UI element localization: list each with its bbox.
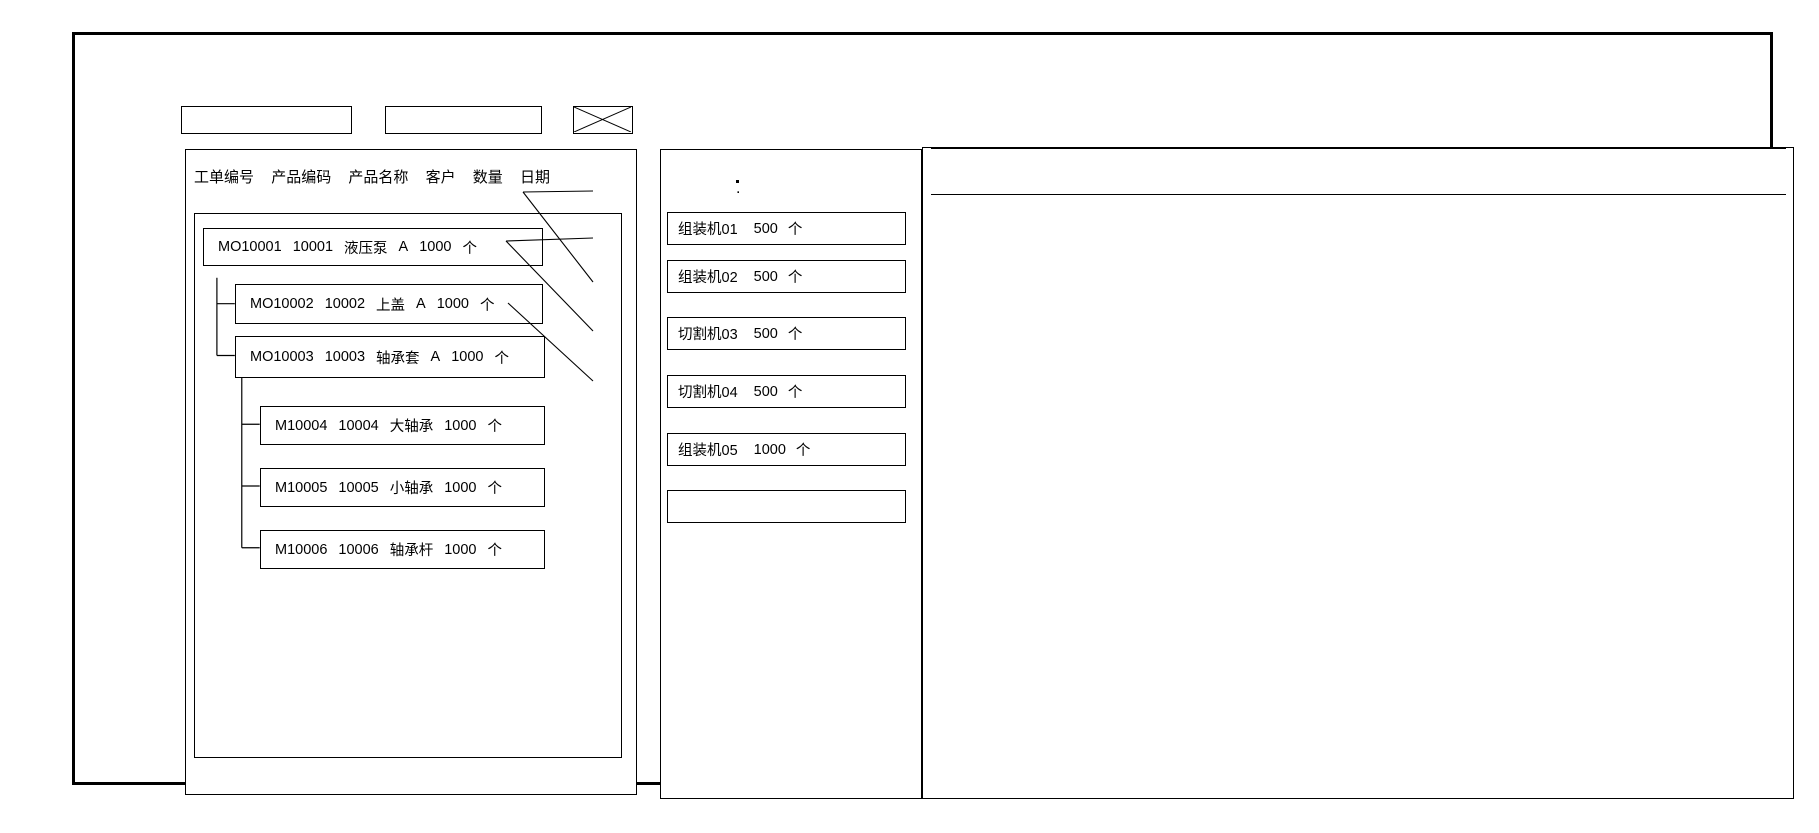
work-order-column-headers: 工单编号 产品编码 产品名称 客户 数量 日期 bbox=[194, 166, 550, 187]
machine-name: 组装机05 bbox=[678, 443, 738, 459]
machine-name: 组装机01 bbox=[678, 222, 738, 238]
cell-order-no: MO10001 bbox=[218, 239, 282, 255]
crossed-box-image-placeholder-icon[interactable] bbox=[573, 106, 633, 134]
machine-name: 组装机02 bbox=[678, 270, 738, 286]
cell-order-no: M10006 bbox=[275, 541, 328, 558]
table-row[interactable]: M10006 10006 轴承杆 1000 个 bbox=[260, 530, 545, 569]
cell-order-no: MO10002 bbox=[250, 296, 314, 312]
cell-product-name: 小轴承 bbox=[389, 481, 434, 497]
cell-customer: A bbox=[416, 296, 426, 312]
machine-quantity: 500 bbox=[753, 325, 778, 342]
grid-top-rule bbox=[931, 148, 1786, 149]
cell-product-code: 10003 bbox=[324, 349, 366, 365]
table-row[interactable]: MO10001 10001 液压泵 A 1000 个 bbox=[203, 228, 543, 266]
cell-unit: 个 bbox=[487, 543, 503, 559]
cell-quantity: 1000 bbox=[444, 479, 477, 496]
panel-marker-dot: . bbox=[736, 180, 741, 197]
machine-quantity: 500 bbox=[753, 220, 778, 237]
cell-customer: A bbox=[398, 239, 409, 255]
cell-order-no: M10005 bbox=[275, 479, 328, 496]
machine-unit: 个 bbox=[787, 327, 803, 343]
cell-product-name: 轴承杆 bbox=[389, 543, 434, 559]
column-header-order-no: 工单编号 bbox=[194, 169, 255, 186]
machine-quantity: 1000 bbox=[753, 441, 786, 458]
cell-unit: 个 bbox=[487, 419, 503, 435]
cell-customer: A bbox=[430, 349, 441, 365]
machine-quantity: 500 bbox=[753, 268, 778, 285]
machine-quantity: 500 bbox=[753, 383, 778, 400]
cell-quantity: 1000 bbox=[436, 296, 469, 312]
cell-unit: 个 bbox=[462, 240, 477, 257]
cell-product-code: 10002 bbox=[324, 296, 366, 312]
list-item[interactable]: 组装机02 500 个 bbox=[667, 260, 906, 293]
cell-product-code: 10001 bbox=[292, 239, 334, 255]
machine-unit: 个 bbox=[787, 222, 803, 238]
cell-quantity: 1000 bbox=[451, 349, 484, 365]
list-item[interactable]: 组装机05 1000 个 bbox=[667, 433, 906, 466]
cell-product-name: 轴承套 bbox=[376, 350, 420, 367]
list-item[interactable]: 切割机03 500 个 bbox=[667, 317, 906, 350]
work-order-panel: 工单编号 产品编码 产品名称 客户 数量 日期 bbox=[185, 149, 637, 795]
machine-name: 切割机04 bbox=[678, 385, 738, 401]
table-row[interactable]: M10004 10004 大轴承 1000 个 bbox=[260, 406, 545, 445]
cell-order-no: MO10003 bbox=[250, 349, 314, 365]
table-row[interactable]: MO10002 10002 上盖 A 1000 个 bbox=[235, 284, 543, 324]
cell-order-no: M10004 bbox=[275, 417, 328, 434]
column-header-quantity: 数量 bbox=[472, 169, 503, 186]
machine-unit: 个 bbox=[787, 385, 803, 401]
column-header-date: 日期 bbox=[519, 169, 550, 186]
column-header-customer: 客户 bbox=[425, 169, 456, 186]
cell-product-code: 10005 bbox=[338, 479, 379, 496]
cell-quantity: 1000 bbox=[419, 239, 452, 255]
toolbar bbox=[181, 106, 633, 142]
list-item[interactable]: 组装机01 500 个 bbox=[667, 212, 906, 245]
cell-unit: 个 bbox=[494, 350, 509, 367]
column-header-product-code: 产品编码 bbox=[271, 169, 332, 186]
cell-product-code: 10006 bbox=[338, 541, 379, 558]
grid-header-rule bbox=[931, 194, 1786, 195]
cell-quantity: 1000 bbox=[444, 541, 477, 558]
list-item[interactable] bbox=[667, 490, 906, 523]
machine-unit: 个 bbox=[787, 270, 803, 286]
machine-allocation-panel: . 组装机01 500 个 组装机02 500 个 切割机03 500 个 切割… bbox=[660, 149, 922, 799]
cell-product-name: 上盖 bbox=[376, 297, 406, 314]
machine-unit: 个 bbox=[795, 443, 811, 459]
table-row[interactable]: M10005 10005 小轴承 1000 个 bbox=[260, 468, 545, 507]
work-order-tree: MO10001 10001 液压泵 A 1000 个 MO10002 10002… bbox=[194, 213, 622, 758]
list-item[interactable]: 切割机04 500 个 bbox=[667, 375, 906, 408]
column-header-product-name: 产品名称 bbox=[348, 169, 409, 186]
cell-unit: 个 bbox=[479, 297, 495, 314]
detail-grid-panel bbox=[922, 147, 1794, 799]
machine-name: 切割机03 bbox=[678, 327, 738, 343]
toolbar-field-2[interactable] bbox=[385, 106, 542, 134]
cell-product-code: 10004 bbox=[338, 417, 379, 434]
cell-product-name: 液压泵 bbox=[344, 240, 388, 257]
cell-unit: 个 bbox=[487, 481, 503, 497]
cell-quantity: 1000 bbox=[444, 417, 477, 434]
app-window-frame: 工单编号 产品编码 产品名称 客户 数量 日期 bbox=[72, 32, 1794, 799]
toolbar-field-1[interactable] bbox=[181, 106, 352, 134]
table-row[interactable]: MO10003 10003 轴承套 A 1000 个 bbox=[235, 336, 545, 378]
cell-product-name: 大轴承 bbox=[389, 419, 434, 435]
